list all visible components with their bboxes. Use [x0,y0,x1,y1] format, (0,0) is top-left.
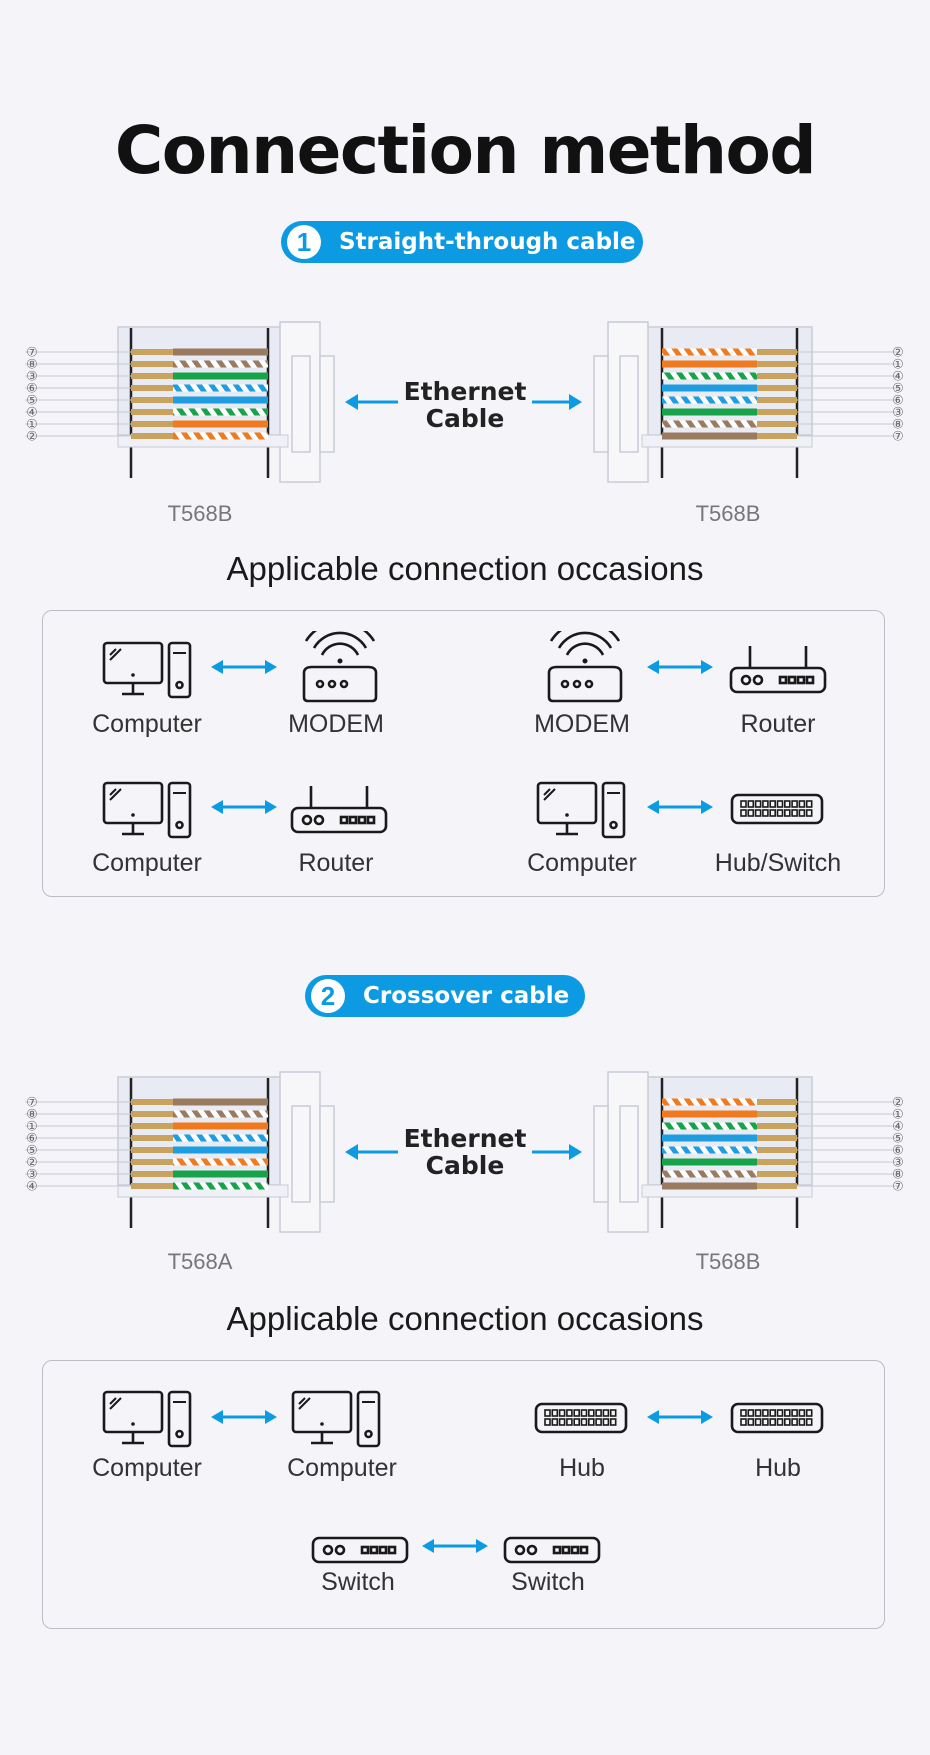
occasions-box-2 [42,1360,885,1629]
device-label: Computer [287,1454,397,1482]
bidirectional-arrow-right [532,394,582,410]
pin-number: ④ [26,406,38,421]
occasions-title-1: Applicable connection occasions [226,550,704,587]
pin-number: ④ [892,370,904,385]
pin-number: ② [892,346,904,361]
hub-switch-icon [730,793,824,825]
device-label: Switch [511,1568,585,1596]
pin-number: ③ [892,406,904,421]
router-icon [729,646,827,694]
double-arrow-icon [647,800,713,814]
pin-number: ③ [26,370,38,385]
section-2-number: 2 [311,979,345,1013]
device-label: Router [740,710,816,738]
switch-icon [311,1536,409,1564]
pin-number: ⑥ [892,1144,904,1159]
device-label: Computer [92,1454,202,1482]
modem-icon [302,631,378,703]
double-arrow-icon [647,660,713,674]
section-1-badge: 1 Straight-through cable [281,221,643,263]
double-arrow-icon [211,660,277,674]
cable-label-1: Ethernet Cable [395,378,535,432]
pin-number: ② [892,1096,904,1111]
left-standard-label-1: T568B [167,501,233,526]
pin-number: ⑦ [26,346,38,361]
bidirectional-arrow-left [345,394,398,410]
left-standard-label-2: T568A [167,1249,233,1274]
section-1-label: Straight-through cable [339,229,636,255]
device-label: Hub [755,1454,801,1482]
pin-number: ② [26,430,38,445]
pin-number: ⑧ [892,1168,904,1183]
computer-icon [291,1390,381,1448]
pin-number: ① [26,418,38,433]
double-arrow-icon [422,1539,488,1553]
occasions-title-2: Applicable connection occasions [226,1300,704,1337]
computer-icon [102,641,192,699]
device-label: Switch [321,1568,395,1596]
pin-number: ⑥ [26,382,38,397]
section-1-number: 1 [287,225,321,259]
pin-number: ② [26,1156,38,1171]
modem-icon [547,631,623,703]
right-standard-label-1: T568B [695,501,761,526]
cable-label-2-line1: Ethernet [403,1124,527,1153]
cable-label-1-line1: Ethernet [403,377,527,406]
pin-number: ⑦ [26,1096,38,1111]
pin-number: ⑦ [892,430,904,445]
cable-label-2-line2: Cable [425,1151,505,1180]
bidirectional-arrow-right [532,1144,582,1160]
cable-label-1-line2: Cable [425,404,505,433]
pin-number: ④ [892,1120,904,1135]
device-label: Hub [559,1454,605,1482]
switch-icon [503,1536,601,1564]
pin-number: ④ [26,1180,38,1195]
pin-number: ③ [26,1168,38,1183]
hub-icon [730,1402,824,1434]
double-arrow-icon [211,1410,277,1424]
right-standard-label-2: T568B [695,1249,761,1274]
pin-number: ⑧ [26,1108,38,1123]
pin-number: ⑥ [26,1132,38,1147]
page-title: Connection method [114,112,817,189]
pin-number: ⑧ [26,358,38,373]
hub-icon [534,1402,628,1434]
device-label: Router [298,849,374,877]
occasions-box-1 [42,610,885,897]
pin-number: ① [26,1120,38,1135]
pin-number: ① [892,1108,904,1123]
computer-icon [102,781,192,839]
computer-icon [536,781,626,839]
device-label: MODEM [534,710,630,738]
pin-number: ⑥ [892,394,904,409]
bidirectional-arrow-left [345,1144,398,1160]
pin-number: ⑤ [26,394,38,409]
device-label: Hub/Switch [714,849,842,877]
double-arrow-icon [211,800,277,814]
device-label: MODEM [288,710,384,738]
pin-number: ⑤ [26,1144,38,1159]
pin-number: ⑤ [892,1132,904,1147]
device-label: Computer [92,849,202,877]
cable-label-2: Ethernet Cable [395,1125,535,1179]
pin-number: ③ [892,1156,904,1171]
pin-number: ⑦ [892,1180,904,1195]
double-arrow-icon [647,1410,713,1424]
router-icon [290,786,388,834]
pin-number: ⑤ [892,382,904,397]
computer-icon [102,1390,192,1448]
device-label: Computer [92,710,202,738]
pin-number: ⑧ [892,418,904,433]
pin-number: ① [892,358,904,373]
section-2-label: Crossover cable [363,983,570,1009]
section-2-badge: 2 Crossover cable [305,975,585,1017]
device-label: Computer [527,849,637,877]
